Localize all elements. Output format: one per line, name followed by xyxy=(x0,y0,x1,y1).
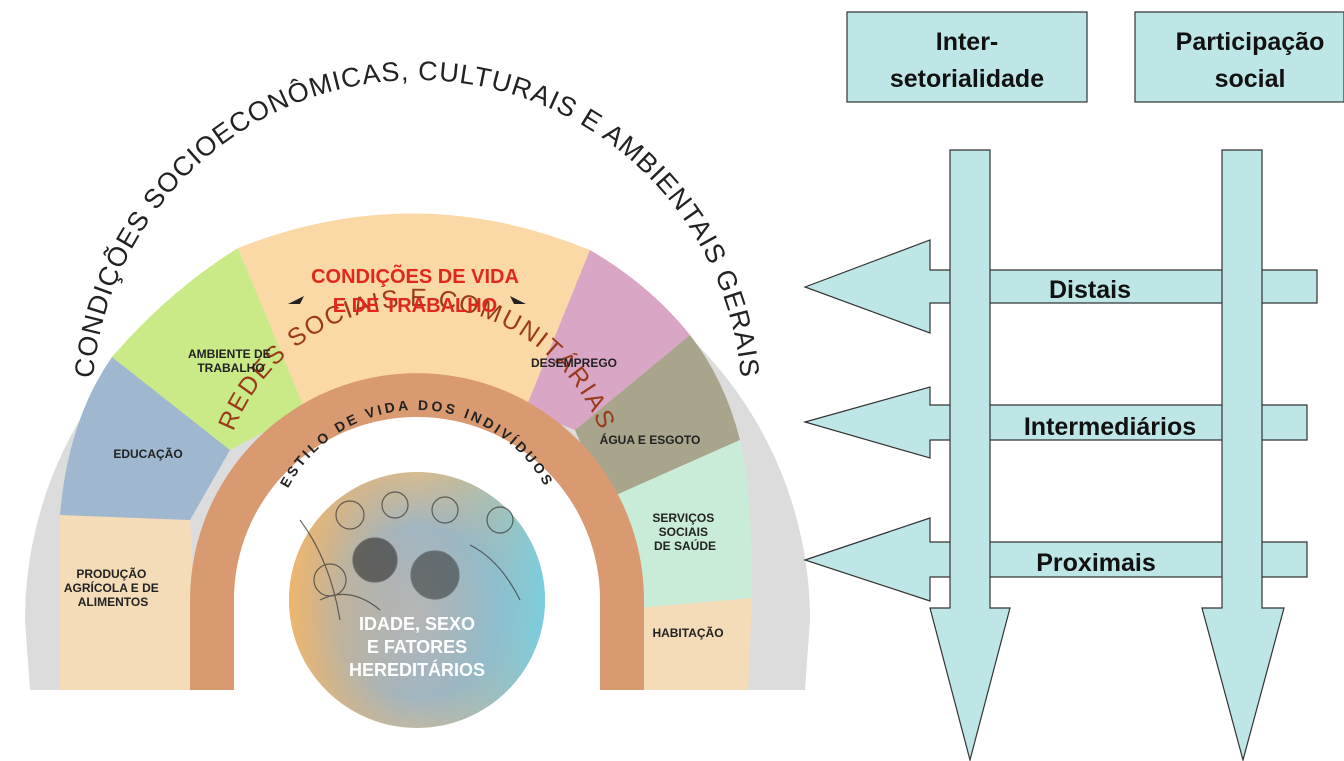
segment-educacao xyxy=(60,357,230,520)
label-desemprego: DESEMPREGO xyxy=(531,356,617,370)
label-educacao: EDUCAÇÃO xyxy=(113,446,182,461)
vertical-arrow-intersetorialidade xyxy=(929,149,1011,761)
core-text-line: HEREDITÁRIOS xyxy=(349,659,485,680)
header-line2: social xyxy=(1215,65,1286,93)
people-illustration xyxy=(299,491,521,621)
header-intersetorialidade: Inter- setorialidade xyxy=(846,11,1088,103)
flow-diagram: Inter- setorialidade Participação social… xyxy=(802,11,1344,761)
label-ambiente: AMBIENTE DE TRABALHO xyxy=(188,347,274,375)
level-label-proximais: Proximais xyxy=(1036,549,1156,577)
segment-servicos xyxy=(605,440,752,610)
segment-agua xyxy=(575,335,740,500)
label-servicos-line: DE SAÚDE xyxy=(654,538,716,553)
segment-labels: PRODUÇÃO AGRÍCOLA E DE ALIMENTOS EDUCAÇÃ… xyxy=(64,347,724,640)
segment-habitacao xyxy=(615,598,752,690)
level-arrow-proximais xyxy=(803,517,1308,602)
level-arrow-distais xyxy=(803,239,1318,334)
networks-ring xyxy=(190,373,644,690)
level-label-intermediarios: Intermediários xyxy=(1024,413,1196,441)
vida-arrow-left-icon xyxy=(288,296,304,304)
label-ambiente-line: AMBIENTE DE xyxy=(188,347,271,361)
header-line2: setorialidade xyxy=(890,65,1044,93)
label-ambiente-line: TRABALHO xyxy=(197,361,264,375)
label-producao-line: ALIMENTOS xyxy=(78,595,148,609)
label-agua: ÁGUA E ESGOTO xyxy=(600,432,701,447)
vida-title-line1: CONDIÇÕES DE VIDA xyxy=(311,264,519,288)
core-text-line: IDADE, SEXO xyxy=(359,614,475,634)
core-text-line: E FATORES xyxy=(367,637,467,657)
vertical-arrow-participacao xyxy=(1201,149,1285,761)
segment-ambiente xyxy=(112,248,305,450)
header-line1: Inter- xyxy=(936,28,999,56)
core-overlay xyxy=(289,472,545,728)
segment-desemprego xyxy=(525,250,690,430)
header-participacao-social: Participação social xyxy=(1134,11,1344,103)
header-box xyxy=(846,11,1088,103)
level-arrow-intermediarios xyxy=(802,386,1308,459)
level-label-distais: Distais xyxy=(1049,276,1131,304)
label-producao-line: AGRÍCOLA E DE xyxy=(64,580,159,595)
core-text: IDADE, SEXO E FATORES HEREDITÁRIOS xyxy=(349,614,485,680)
label-producao: PRODUÇÃO AGRÍCOLA E DE ALIMENTOS xyxy=(64,566,162,609)
segment-producao xyxy=(60,515,200,690)
header-line1: Participação xyxy=(1176,28,1325,56)
segment-vida-trabalho xyxy=(238,213,590,410)
label-servicos: SERVIÇOS SOCIAIS DE SAÚDE xyxy=(652,511,717,553)
header-box xyxy=(1134,11,1344,103)
label-habitacao: HABITAÇÃO xyxy=(652,625,723,640)
label-producao-line: PRODUÇÃO xyxy=(76,566,146,581)
label-servicos-line: SERVIÇOS xyxy=(652,511,714,525)
vida-arrow-right-icon xyxy=(510,296,526,304)
label-servicos-line: SOCIAIS xyxy=(659,525,708,539)
determinants-model: CONDIÇÕES SOCIOECONÔMICAS, CULTURAIS E A… xyxy=(25,56,810,728)
vida-title-line2: E DE TRABALHO xyxy=(333,295,497,317)
